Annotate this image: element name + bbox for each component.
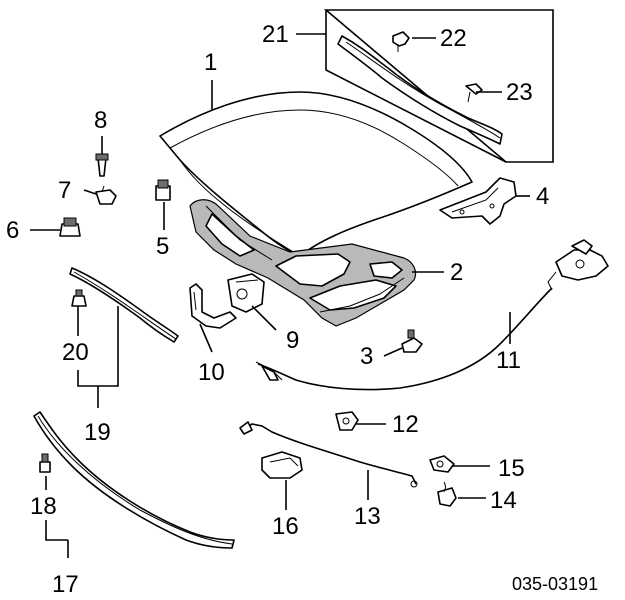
label-1: 1 [204, 49, 217, 76]
hood-lock [227, 273, 265, 313]
hood-striker [189, 283, 237, 329]
hood-inner-frame [189, 199, 417, 327]
label-4: 4 [536, 183, 549, 210]
label-2: 2 [450, 259, 463, 286]
label-3: 3 [360, 343, 373, 370]
label-23: 23 [506, 79, 533, 106]
label-14: 14 [490, 487, 517, 514]
bolt-8 [95, 153, 109, 177]
label-5: 5 [156, 233, 169, 260]
label-7: 7 [58, 177, 71, 204]
label-22: 22 [440, 25, 467, 52]
label-19: 19 [84, 419, 111, 446]
hood-panel [159, 91, 473, 257]
label-18: 18 [30, 493, 57, 520]
grommet-12 [335, 411, 359, 431]
label-21: 21 [262, 21, 289, 48]
rubber-stopper [59, 217, 81, 237]
release-handle [261, 451, 303, 479]
support-rod [239, 421, 418, 488]
label-6: 6 [6, 217, 19, 244]
label-15: 15 [498, 455, 525, 482]
leader-lines [30, 33, 530, 558]
label-8: 8 [94, 107, 107, 134]
label-13: 13 [354, 503, 381, 530]
holder-15 [429, 455, 455, 473]
clip-14 [437, 481, 457, 507]
label-16: 16 [272, 513, 299, 540]
figure-code: 035-03191 [512, 574, 598, 594]
label-20: 20 [62, 339, 89, 366]
clip-20 [71, 289, 87, 307]
grommet-3 [401, 329, 423, 353]
label-9: 9 [286, 327, 299, 354]
release-cable [255, 287, 553, 391]
bumper-stop [155, 179, 171, 201]
front-seal-19 [69, 267, 179, 343]
front-seal-17 [33, 411, 235, 549]
label-11: 11 [496, 347, 521, 374]
clip-7 [95, 185, 117, 205]
label-17: 17 [52, 571, 79, 598]
label-10: 10 [198, 359, 225, 386]
hood-hinge [439, 177, 517, 225]
hood-latch [547, 239, 609, 291]
clip-18 [39, 453, 51, 473]
label-12: 12 [392, 411, 419, 438]
weatherstrip-inset-box [323, 9, 554, 163]
part-labels: 1 2 3 4 5 6 7 8 9 10 11 12 13 14 15 16 1… [6, 21, 598, 598]
